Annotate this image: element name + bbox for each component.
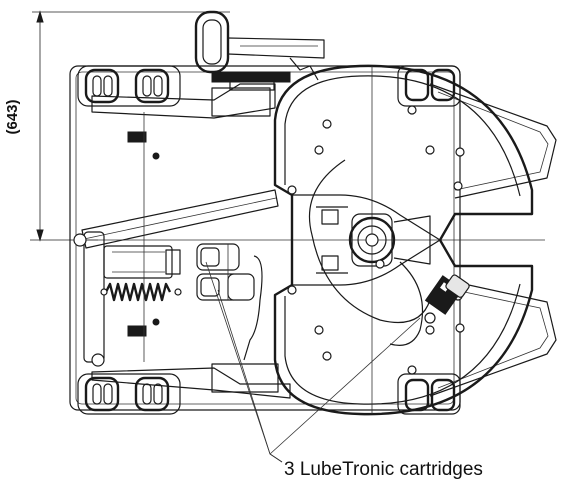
dimension-label: (643) [4,99,21,134]
callout-label: 3 LubeTronic cartridges [284,459,483,480]
cartridge-callout: 3 LubeTronic cartridges [205,261,483,480]
sensor-connector [424,274,470,324]
dimension-indicator: (643) [4,10,230,242]
lubetronic-cartridges [196,243,263,361]
release-handle [194,10,325,91]
locking-mechanism [73,83,291,399]
